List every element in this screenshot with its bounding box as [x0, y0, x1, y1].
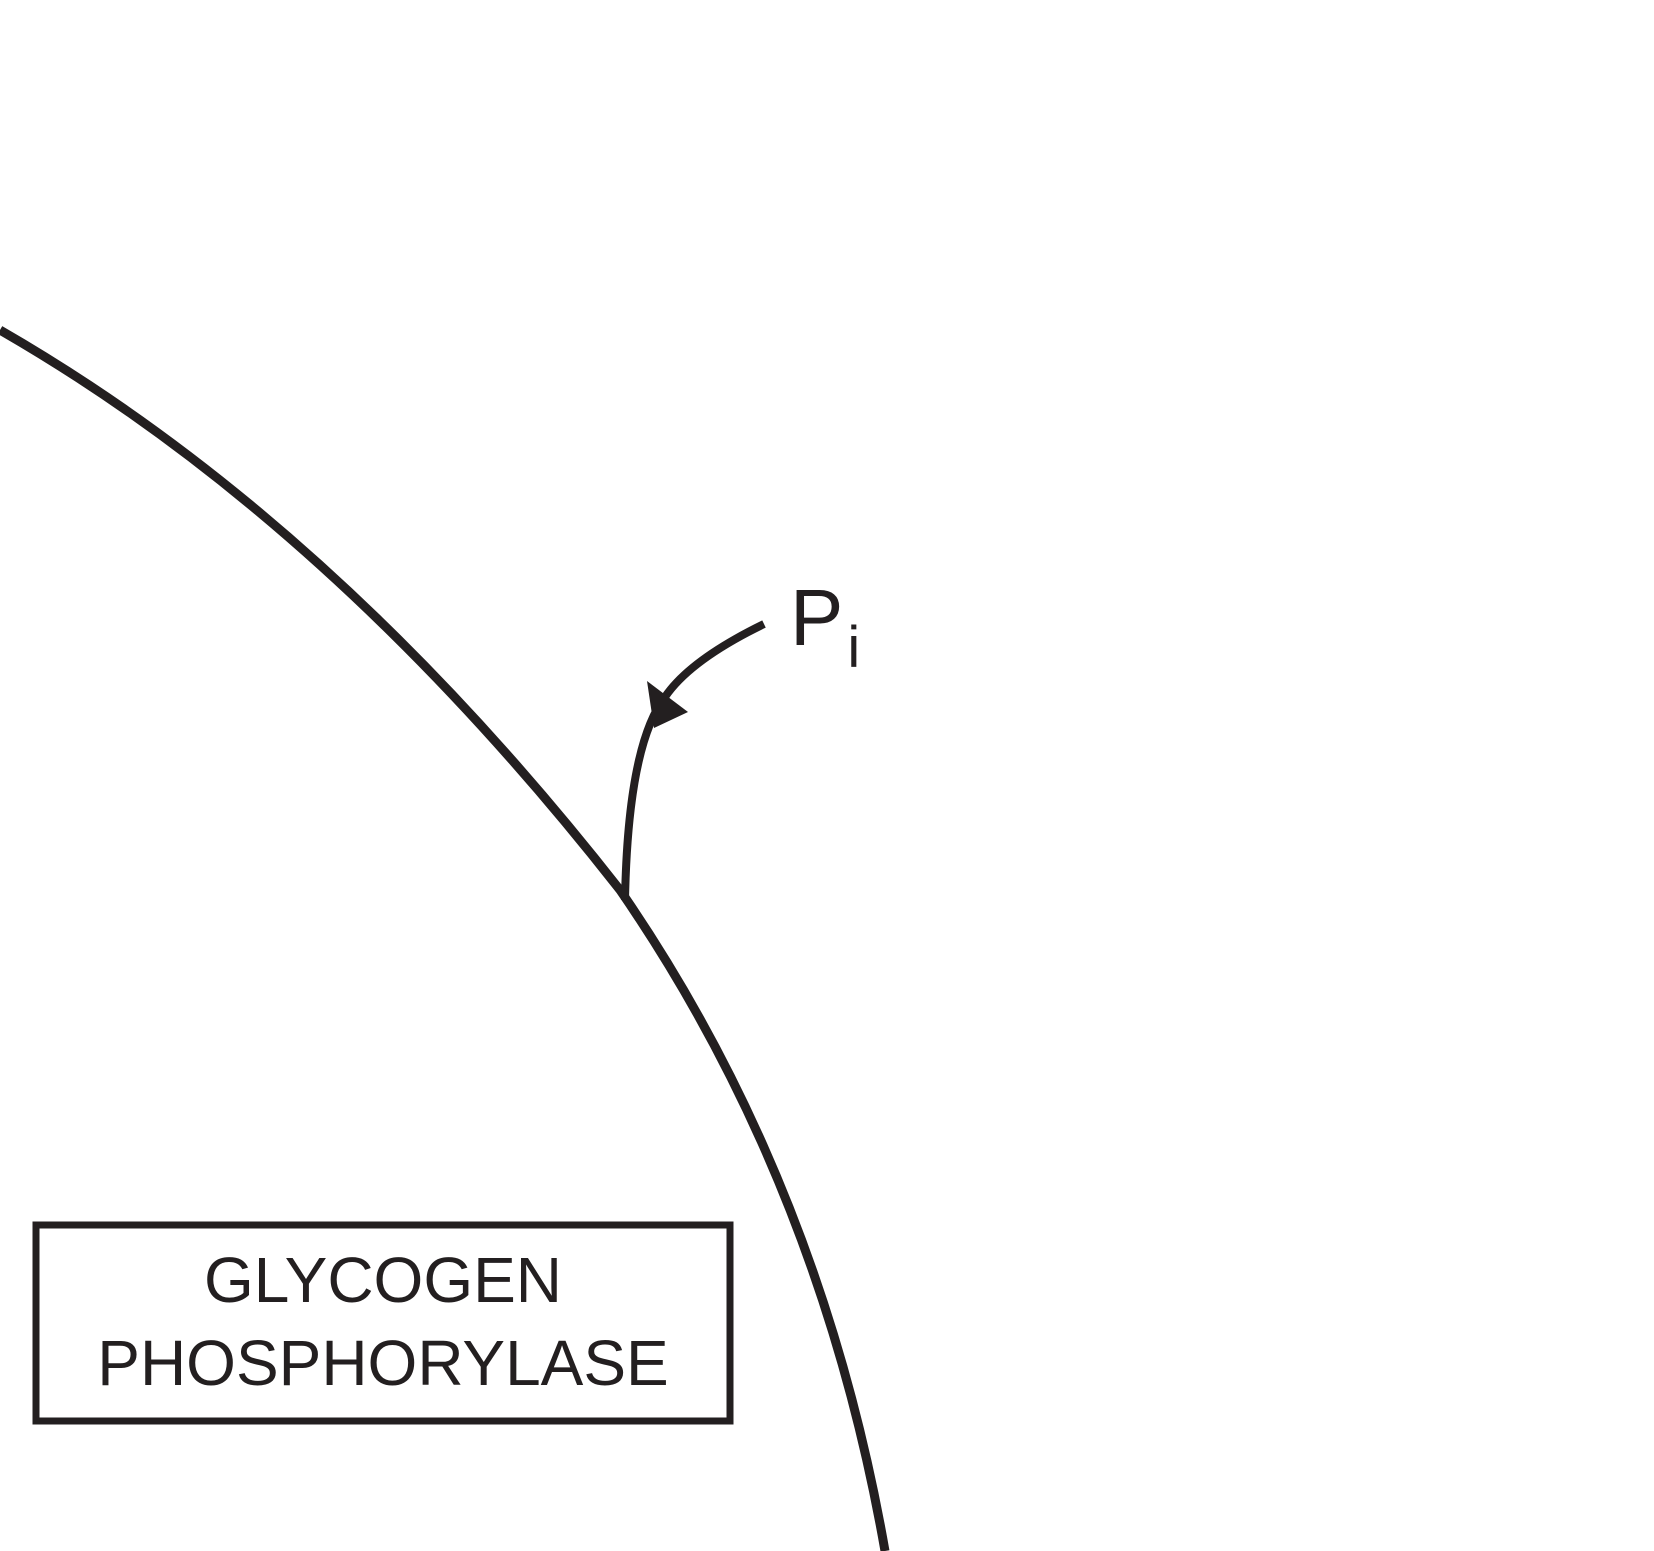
phosphate-label: Pi: [790, 573, 860, 680]
reaction-curve: [0, 326, 890, 1551]
phosphate-arrowhead: [647, 681, 688, 728]
phosphate-arrow-shaft: [621, 620, 766, 901]
phosphate-label-main: P: [790, 573, 843, 662]
phosphate-label-subscript: i: [847, 615, 860, 680]
enzyme-name-line-2: PHOSPHORYLASE: [97, 1327, 668, 1399]
enzyme-name-line-1: GLYCOGEN: [204, 1244, 562, 1316]
enzyme-box: [32, 1221, 734, 1425]
